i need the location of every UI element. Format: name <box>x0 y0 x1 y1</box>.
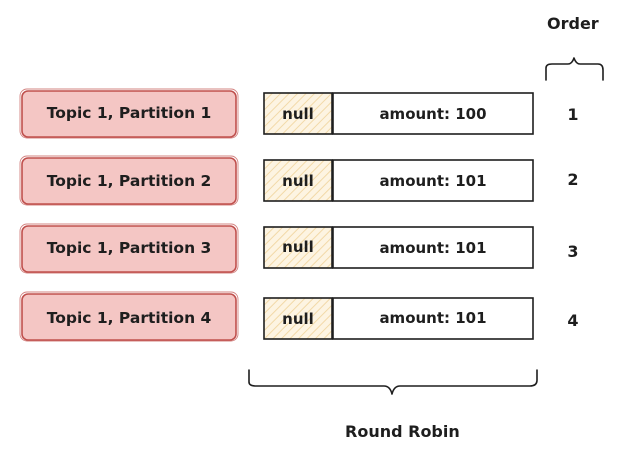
partition-box <box>21 293 237 341</box>
partition-box-sketch <box>19 88 239 139</box>
order-number: 1 <box>567 105 579 124</box>
partition-box-sketch <box>19 155 239 206</box>
partition-box-sketch <box>19 291 239 342</box>
order-number: 2 <box>567 170 579 189</box>
key-label: null <box>282 310 314 328</box>
round-robin-label: Round Robin <box>345 422 460 441</box>
value-cell <box>332 226 534 269</box>
key-cell <box>263 226 333 269</box>
value-label: amount: 100 <box>379 105 487 123</box>
value-cell <box>332 297 534 340</box>
order-brace <box>545 57 604 81</box>
value-cell <box>332 92 534 135</box>
row-4 <box>19 291 534 342</box>
key-cell <box>263 159 333 202</box>
key-label: null <box>282 238 314 256</box>
partition-box <box>21 90 237 138</box>
partition-box <box>21 225 237 273</box>
round-robin-brace <box>248 369 538 395</box>
order-number: 3 <box>567 242 579 261</box>
key-cell <box>263 297 333 340</box>
order-number: 4 <box>567 311 579 330</box>
partition-label: Topic 1, Partition 1 <box>46 104 212 122</box>
partition-box <box>21 157 237 205</box>
partition-label: Topic 1, Partition 4 <box>46 309 212 327</box>
key-label: null <box>282 105 314 123</box>
value-label: amount: 101 <box>379 172 487 190</box>
key-cell <box>263 92 333 135</box>
value-label: amount: 101 <box>379 239 487 257</box>
order-label: Order <box>547 14 599 33</box>
partition-label: Topic 1, Partition 3 <box>46 239 212 257</box>
key-label: null <box>282 172 314 190</box>
value-label: amount: 101 <box>379 309 487 327</box>
row-3 <box>19 223 534 274</box>
value-cell <box>332 159 534 202</box>
partition-label: Topic 1, Partition 2 <box>46 172 212 190</box>
partition-box-sketch <box>19 223 239 274</box>
row-1 <box>19 88 534 139</box>
row-2 <box>19 155 534 206</box>
